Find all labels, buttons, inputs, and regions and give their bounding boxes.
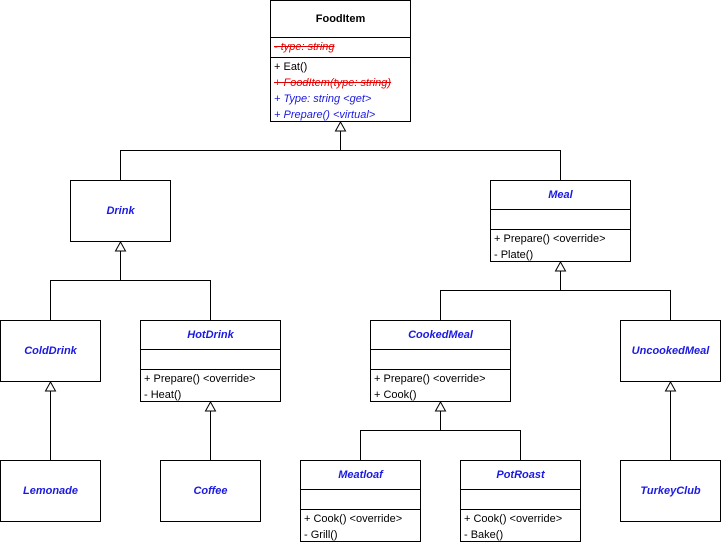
method-eat: + Eat() [274, 61, 308, 73]
methods-section: + Prepare() <override> - Plate() [491, 229, 630, 263]
generalization-arrow-meal [554, 260, 567, 272]
class-cookedmeal[interactable]: CookedMeal + Prepare() <override> + Cook… [370, 320, 511, 402]
method-bake: - Bake() [464, 529, 504, 541]
class-name: Coffee [193, 485, 228, 497]
class-name: FoodItem [315, 13, 366, 25]
method-cook: + Cook() [374, 389, 417, 401]
class-name: PotRoast [496, 469, 545, 481]
class-name: HotDrink [187, 329, 234, 341]
methods-section: + Prepare() <override> - Heat() [141, 369, 280, 403]
class-meatloaf[interactable]: Meatloaf + Cook() <override> - Grill() [300, 460, 421, 542]
class-name: TurkeyClub [640, 485, 701, 497]
methods-section: + Prepare() <override> + Cook() [371, 369, 510, 403]
connector-cooked-uncooked [440, 290, 671, 320]
methods-section: + Cook() <override> - Grill() [301, 509, 420, 543]
generalization-arrow-uncookedmeal [664, 380, 677, 392]
method-cook: + Cook() <override> [304, 513, 403, 525]
class-uncookedmeal[interactable]: UncookedMeal [620, 320, 721, 382]
class-name: Meatloaf [338, 469, 383, 481]
class-colddrink[interactable]: ColdDrink [0, 320, 101, 382]
class-meal[interactable]: Meal + Prepare() <override> - Plate() [490, 180, 631, 262]
class-fooditem[interactable]: FoodItem - type: string + Eat() + FoodIt… [270, 0, 411, 122]
class-hotdrink[interactable]: HotDrink + Prepare() <override> - Heat() [140, 320, 281, 402]
attributes-section [491, 209, 630, 229]
generalization-arrow-hotdrink [204, 400, 217, 412]
method-prepare: + Prepare() <virtual> [274, 109, 376, 121]
attributes-section [301, 489, 420, 509]
class-potroast[interactable]: PotRoast + Cook() <override> - Bake() [460, 460, 581, 542]
field-type: - type: string [274, 41, 335, 53]
class-name: ColdDrink [24, 345, 77, 357]
class-turkeyclub[interactable]: TurkeyClub [620, 460, 721, 522]
class-coffee[interactable]: Coffee [160, 460, 261, 522]
methods-section: + Eat() + FoodItem(type: string) + Type:… [271, 57, 410, 123]
method-cook: + Cook() <override> [464, 513, 563, 525]
connector-meatloaf-potroast [360, 430, 521, 460]
generalization-arrow-cookedmeal [434, 400, 447, 412]
class-name: CookedMeal [408, 329, 473, 341]
attributes-section [141, 349, 280, 369]
class-name: Meal [548, 189, 573, 201]
generalization-arrow-colddrink [44, 380, 57, 392]
property-type: + Type: string <get> [274, 93, 372, 105]
class-name: Lemonade [22, 485, 78, 497]
method-heat: - Heat() [144, 389, 182, 401]
generalization-arrow-drink [114, 240, 127, 252]
method-prepare: + Prepare() <override> [494, 233, 606, 245]
method-plate: - Plate() [494, 249, 534, 261]
connector-drink-meal [120, 150, 561, 180]
class-drink[interactable]: Drink [70, 180, 171, 242]
attributes-section [371, 349, 510, 369]
connector-colddrink-hotdrink [50, 280, 211, 320]
generalization-arrow-fooditem [334, 120, 347, 132]
method-grill: - Grill() [304, 529, 338, 541]
method-prepare: + Prepare() <override> [144, 373, 256, 385]
class-lemonade[interactable]: Lemonade [0, 460, 101, 522]
methods-section: + Cook() <override> - Bake() [461, 509, 580, 543]
method-constructor: + FoodItem(type: string) [274, 77, 392, 89]
class-name: UncookedMeal [631, 345, 710, 357]
attributes-section [461, 489, 580, 509]
class-name: Drink [106, 205, 135, 217]
attributes-section: - type: string [271, 37, 410, 57]
method-prepare: + Prepare() <override> [374, 373, 486, 385]
